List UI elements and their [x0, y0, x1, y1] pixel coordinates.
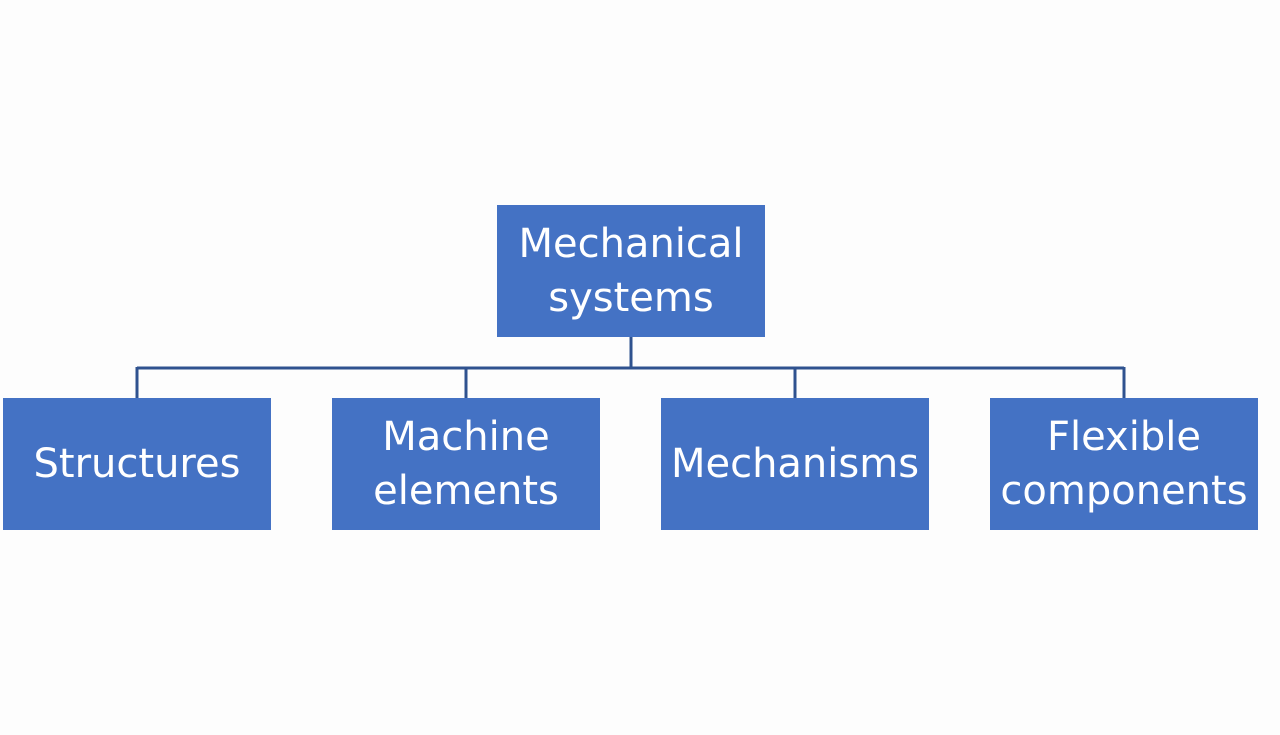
node-label-line: Structures: [33, 441, 241, 487]
node-label-line: Machine: [382, 414, 550, 460]
child-node-machine-elements: Machine elements: [332, 398, 600, 530]
node-label: Structures: [34, 437, 241, 491]
child-node-flexible-components: Flexible components: [990, 398, 1258, 530]
node-label-line: elements: [373, 468, 559, 514]
node-label-line: Mechanisms: [670, 441, 920, 487]
node-label-line: Flexible: [1047, 414, 1201, 460]
node-label-line: components: [1000, 468, 1248, 514]
node-label: Flexible components: [1000, 410, 1247, 518]
root-node-mechanical-systems: Mechanical systems: [497, 205, 765, 337]
child-node-mechanisms: Mechanisms: [661, 398, 929, 530]
node-label-line: systems: [548, 275, 714, 321]
child-node-structures: Structures: [3, 398, 271, 530]
node-label: Mechanisms: [671, 437, 919, 491]
node-label: Mechanical systems: [518, 217, 743, 325]
node-label-line: Mechanical: [518, 221, 744, 267]
node-label: Machine elements: [373, 410, 559, 518]
